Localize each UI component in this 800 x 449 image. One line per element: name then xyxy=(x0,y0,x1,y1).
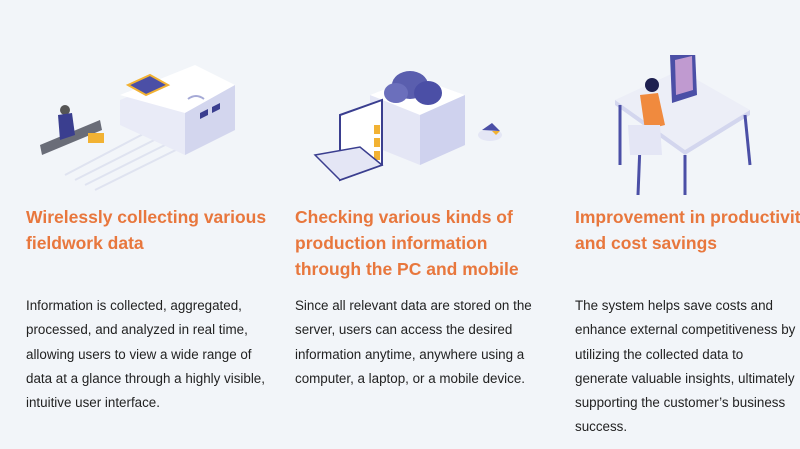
feature-description: Since all relevant data are stored on th… xyxy=(295,298,532,386)
person-at-desk-icon xyxy=(600,50,770,205)
feature-description: The system helps save costs and enhance … xyxy=(575,298,796,435)
feature-description: Information is collected, aggregated, pr… xyxy=(26,298,265,411)
feature-title: Checking various kinds of production inf… xyxy=(295,207,519,279)
feature-title: Wirelessly collecting various fieldwork … xyxy=(26,207,267,253)
welder-wireless-sensor-icon xyxy=(20,55,270,205)
cloud-server-laptop-icon xyxy=(300,55,520,205)
feature-title: Improvement in productivity and cost sav… xyxy=(575,207,800,253)
